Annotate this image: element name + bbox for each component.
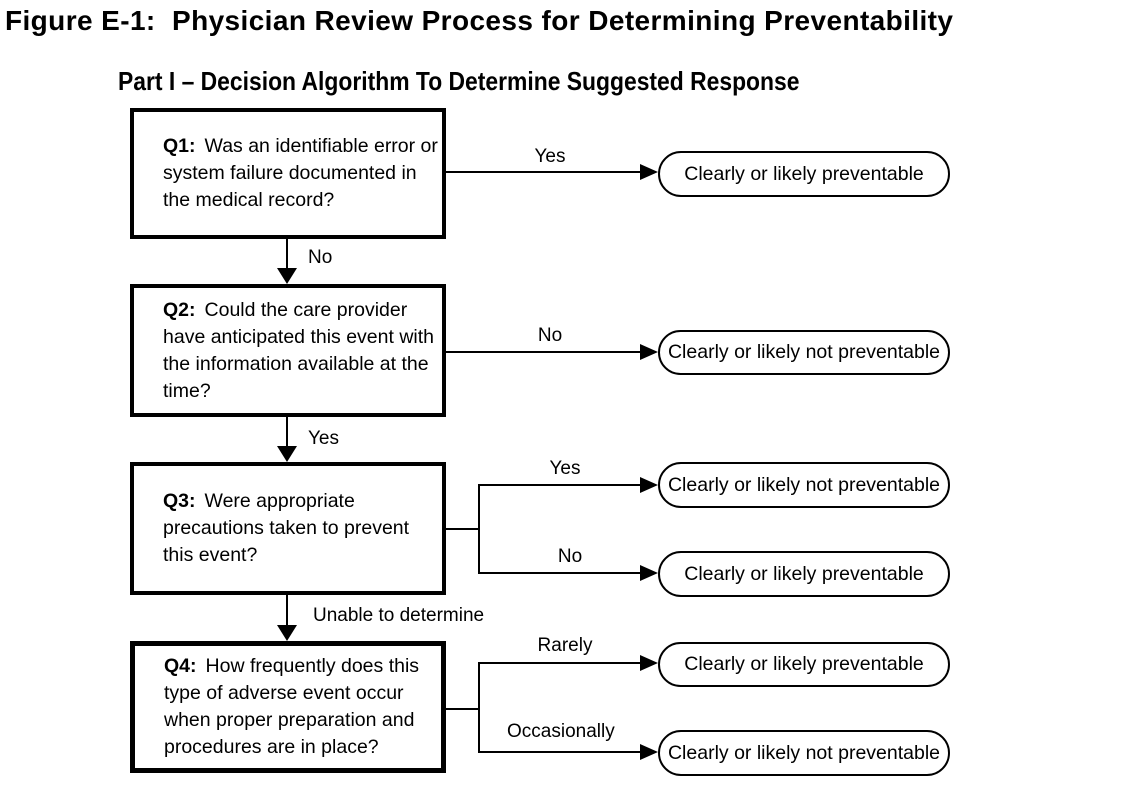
q2-yes-line xyxy=(286,417,288,448)
q4-rarely-line xyxy=(478,662,642,664)
q4-occasionally-label: Occasionally xyxy=(507,721,615,742)
q4-branch-vline xyxy=(478,662,480,753)
q1-no-label: No xyxy=(308,247,333,268)
q3-unable-label: Unable to determine xyxy=(313,605,485,626)
q2-id: Q2: xyxy=(163,298,196,321)
q2-text: Could the care provider have anticipated… xyxy=(163,298,435,402)
figure-title: Figure E-1: Physician Review Process for… xyxy=(5,5,954,36)
q4-id: Q4: xyxy=(164,655,197,677)
q3-branch-stub xyxy=(446,528,480,530)
outcome-q2-no: Clearly or likely not preventable xyxy=(658,330,950,375)
q4-rarely-arrowhead-icon xyxy=(640,655,658,671)
q3-text: Were appropriate precautions taken to pr… xyxy=(163,490,410,566)
q1-yes-label: Yes xyxy=(534,146,566,167)
q2-no-line xyxy=(446,351,642,353)
q2-no-label: No xyxy=(537,325,563,346)
q3-yes-arrowhead-icon xyxy=(640,477,658,493)
q1-no-line xyxy=(286,239,288,270)
q2-no-arrowhead-icon xyxy=(640,344,658,360)
outcome-q3-no: Clearly or likely preventable xyxy=(658,551,950,597)
q3-no-label: No xyxy=(557,546,583,567)
q4-occasionally-line xyxy=(478,751,642,753)
q1-yes-line xyxy=(446,171,642,173)
q3-yes-line xyxy=(478,484,642,486)
q3-id: Q3: xyxy=(163,490,196,512)
q3-box: Q3:Were appropriate precautions taken to… xyxy=(130,462,446,595)
q3-yes-label: Yes xyxy=(549,458,581,479)
part-i-subtitle: Part I – Decision Algorithm To Determine… xyxy=(118,66,800,96)
q3-no-line xyxy=(478,572,642,574)
outcome-q4-occasionally: Clearly or likely not preventable xyxy=(658,730,950,776)
q4-branch-stub xyxy=(446,708,480,710)
q4-rarely-label: Rarely xyxy=(537,635,593,656)
q2-yes-arrowhead-icon xyxy=(277,446,297,462)
q4-text: How frequently does this type of adverse… xyxy=(164,655,420,758)
outcome-q4-rarely: Clearly or likely preventable xyxy=(658,642,950,687)
outcome-q3-yes: Clearly or likely not preventable xyxy=(658,462,950,508)
outcome-q1-yes: Clearly or likely preventable xyxy=(658,151,950,197)
q3-no-arrowhead-icon xyxy=(640,565,658,581)
q2-yes-label: Yes xyxy=(308,428,339,449)
q1-box: Q1:Was an identifiable error or system f… xyxy=(130,108,446,239)
q3-branch-vline xyxy=(478,484,480,574)
q1-no-arrowhead-icon xyxy=(277,268,297,284)
q1-id: Q1: xyxy=(163,135,196,157)
q4-box: Q4:How frequently does this type of adve… xyxy=(130,641,446,773)
q1-text: Was an identifiable error or system fail… xyxy=(163,135,438,211)
q3-unable-arrowhead-icon xyxy=(277,625,297,641)
q4-occasionally-arrowhead-icon xyxy=(640,744,658,760)
q3-unable-line xyxy=(286,595,288,626)
q2-box: Q2:Could the care provider have anticipa… xyxy=(130,284,446,417)
q1-yes-arrowhead-icon xyxy=(640,164,658,180)
